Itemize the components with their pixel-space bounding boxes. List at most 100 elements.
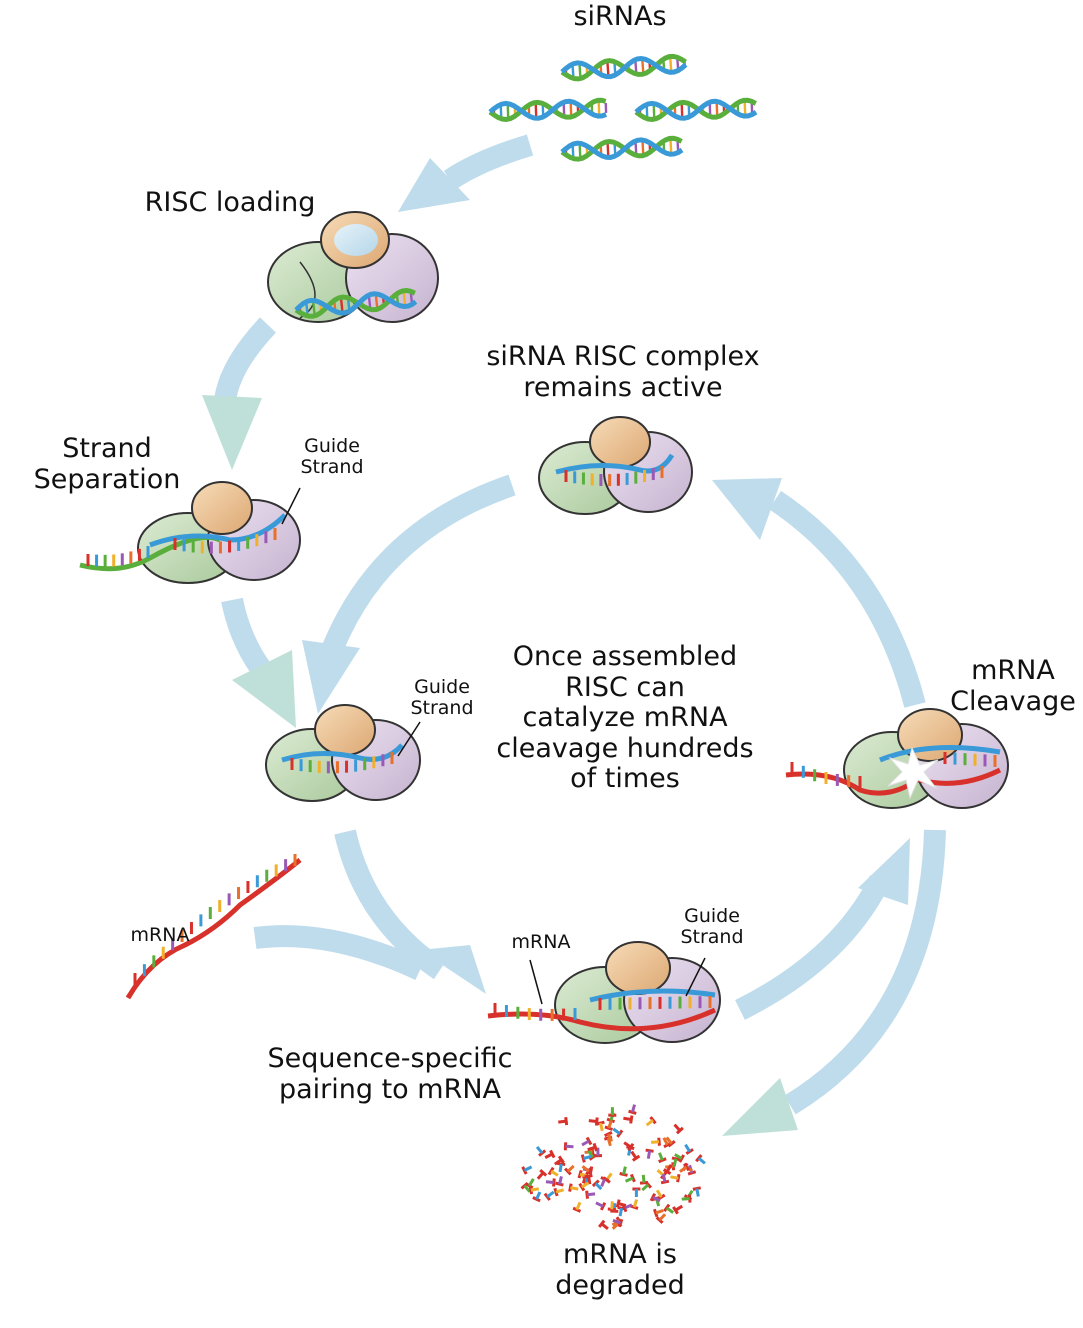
nucleotide-fragment [632,1187,641,1197]
label-risc-loading: RISC loading [144,187,316,218]
label-degraded: mRNA is degraded [555,1239,685,1301]
nucleotide-fragment [660,1173,670,1185]
nucleotide-fragment [587,1142,598,1152]
nucleotide-fragment [615,1199,627,1208]
nucleotide-fragment [600,1176,609,1187]
nucleotide-fragment [596,1120,605,1132]
degraded-fragments [520,1104,706,1231]
nucleotide-fragment [649,1192,661,1203]
arrow-sirna-to-loading [443,134,534,190]
nucleotide-fragment [684,1143,694,1155]
arrow-head-sirna-to-loading [398,158,470,212]
nucleotide-fragment [670,1174,681,1183]
nucleotide-fragment [591,1179,603,1191]
sirna-duplex [294,287,418,319]
arrow-guide-to-pairing [334,829,447,980]
arrow-pairing-to-cleavage [735,874,890,1020]
nucleotide-fragment [598,1219,609,1231]
nucleotide-fragment [604,1131,614,1142]
label-center-note: Once assembled RISC can catalyze mRNA cl… [496,641,754,794]
arrow-mrna-to-pairing [253,925,425,980]
nucleotide-fragment [623,1115,634,1124]
sirna-duplex [634,97,758,122]
nucleotide-fragment [581,1136,593,1147]
label-guide-strand-separation: Guide Strand [300,435,364,479]
pairing-risc-complex [487,941,721,1044]
nucleotide-fragment [681,1194,692,1203]
label-mrna-free: mRNA [130,924,190,946]
arrow-head-separation-to-guide [232,650,296,728]
label-pairing: Sequence-specific pairing to mRNA [267,1043,513,1105]
nucleotide-fragment [572,1201,582,1213]
nucleotide-fragment [673,1123,684,1135]
arrow-head-cleavage-to-degraded [722,1078,798,1136]
nucleotide-fragment [564,1164,575,1176]
nucleotide-fragment [662,1163,673,1175]
nucleotide-fragment [532,1191,542,1203]
nucleotide-fragment [645,1148,654,1159]
arrow-head-guide-to-pairing [420,945,486,994]
arrow-cleavage-to-active [768,490,926,708]
arrow-head-pairing-to-cleavage [858,838,910,905]
nucleotide-fragment [547,1166,559,1177]
nucleotide-fragment [608,1107,617,1117]
nucleotide-fragment [528,1185,540,1195]
nucleotide-fragment [617,1205,626,1217]
arrow-head-cleavage-to-active [712,478,782,540]
arrow-head-loading-to-separation [202,395,262,470]
nucleotide-fragment [671,1156,681,1167]
nucleotide-fragment [612,1127,624,1138]
sirna-duplex [560,53,688,82]
nucleotide-fragment [555,1175,564,1187]
nucleotide-fragment [663,1203,675,1214]
nucleotide-fragment [543,1190,555,1201]
nucleotide-fragment [586,1149,597,1161]
nucleotide-fragment [650,1137,661,1146]
nucleotide-fragment [655,1213,667,1224]
nucleotide-fragment [568,1183,579,1192]
arrow-heads [202,158,910,1136]
nucleotide-fragment [557,1161,566,1173]
nucleotide-fragment [553,1187,565,1197]
nucleotide-fragment [585,1190,596,1199]
nucleotide-fragment [623,1141,635,1152]
nucleotide-fragment [595,1201,607,1211]
arrow-head-active-to-guide [302,640,360,714]
nucleotide-fragment [580,1154,592,1163]
active-risc-complex [538,416,693,515]
nucleotide-fragment [652,1208,664,1218]
cleavage-risc-complex [785,708,1009,809]
nucleotide-fragment [645,1116,657,1127]
arrow-active-to-guide [321,474,516,655]
nucleotide-fragment [604,1120,613,1131]
loaded-duplex [294,287,418,319]
nucleotide-fragment [535,1145,547,1157]
nucleotide-fragment [578,1181,590,1192]
arrows [214,134,946,1115]
nucleotide-fragment [619,1166,628,1177]
label-guide-strand-middle: Guide Strand [410,676,474,720]
nucleotide-fragment [612,1218,624,1228]
nucleotide-fragment [558,1116,569,1126]
nucleotide-fragment [607,1201,616,1212]
nucleotide-fragment [695,1154,706,1165]
risc-loading-complex [267,211,439,323]
label-guide-strand-pairing: Guide Strand [680,905,744,949]
nucleotide-fragment [544,1149,556,1159]
sirna-duplex [560,135,684,162]
nucleotide-fragment [692,1186,702,1197]
arrow-cleavage-to-degraded [784,829,946,1115]
nucleotide-fragment [624,1173,636,1183]
nucleotide-fragment [521,1165,533,1175]
nucleotide-fragment [581,1165,593,1176]
label-sirnas: siRNAs [573,1,667,32]
nucleotide-fragment [679,1162,691,1173]
cleavage-spark-icon [887,746,939,800]
strand-separation-complex [79,481,301,584]
label-mrna-bound: mRNA [511,931,571,953]
nucleotide-fragment [674,1153,685,1163]
free-mrna [125,854,302,1000]
nucleotide-fragment [520,1181,531,1193]
nucleotide-fragment [641,1180,652,1192]
